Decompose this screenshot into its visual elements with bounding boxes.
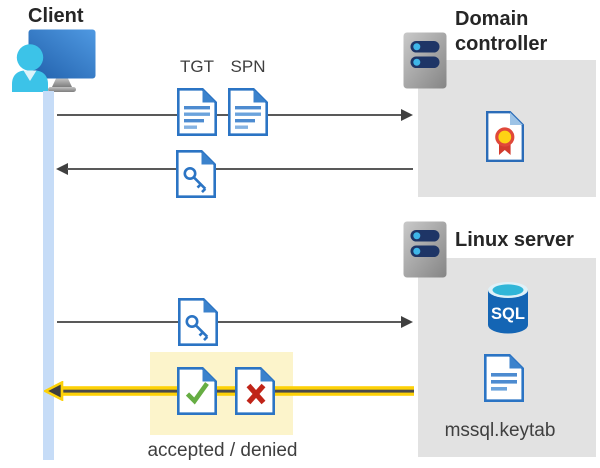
spn-document-icon bbox=[228, 88, 268, 136]
arrow-present-ticket-head bbox=[401, 316, 413, 328]
person-head bbox=[16, 44, 44, 71]
monitor-base bbox=[48, 87, 76, 92]
spn-label: SPN bbox=[230, 57, 266, 76]
tgt-document-icon bbox=[177, 88, 217, 136]
sql-database-icon: SQL bbox=[488, 282, 528, 334]
certificate-icon bbox=[486, 111, 524, 162]
server-icon bbox=[403, 221, 447, 278]
tgt-label: TGT bbox=[180, 57, 214, 76]
monitor-stand bbox=[52, 78, 72, 87]
linux-server-label: Linux server bbox=[455, 229, 574, 251]
accepted-denied-label: accepted / denied bbox=[147, 440, 298, 461]
x-document-icon bbox=[235, 367, 275, 415]
client-computer-icon bbox=[12, 29, 96, 92]
keytab-document-icon bbox=[484, 354, 524, 402]
person-collar bbox=[23, 70, 37, 81]
arrow-request-head bbox=[401, 109, 413, 121]
check-document-icon bbox=[177, 367, 217, 415]
keytab-file-label: mssql.keytab bbox=[444, 420, 556, 441]
arrow-present-ticket-line bbox=[57, 321, 401, 323]
arrow-ticket-head bbox=[56, 163, 68, 175]
key-document-icon bbox=[176, 150, 216, 198]
client-label: Client bbox=[28, 5, 84, 27]
sql-text: SQL bbox=[491, 305, 525, 323]
domain-controller-label: Domain controller bbox=[455, 8, 548, 55]
highlighted-response-arrow bbox=[44, 381, 414, 401]
person-body bbox=[12, 70, 48, 92]
client-lifeline bbox=[43, 91, 54, 460]
key-document-icon bbox=[178, 298, 218, 346]
arrow-ticket-line bbox=[67, 168, 413, 170]
monitor-shape bbox=[28, 29, 96, 79]
seal bbox=[495, 127, 515, 147]
server-icon bbox=[403, 32, 447, 89]
